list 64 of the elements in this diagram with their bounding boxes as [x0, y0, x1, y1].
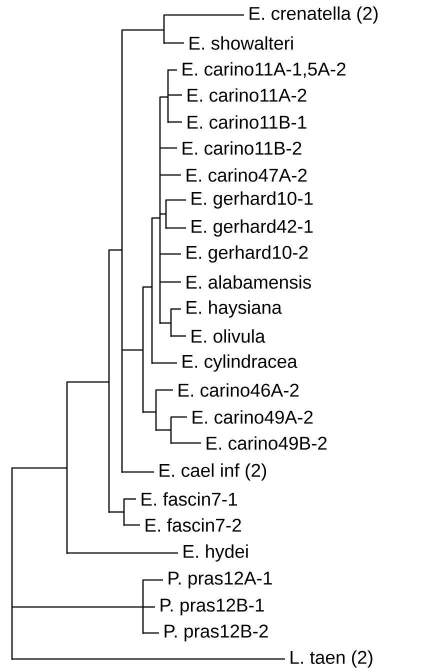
branch-line	[143, 411, 156, 413]
branch-line	[160, 322, 171, 324]
branch-line	[160, 147, 177, 149]
branch-line	[152, 217, 160, 219]
branch-line	[160, 253, 181, 255]
taxon-label: E. carino49A-2	[192, 410, 313, 424]
branch-line	[143, 632, 159, 634]
branch-line	[164, 42, 184, 44]
taxon-label: P. pras12A-1	[168, 572, 272, 588]
taxon-label: E. cylindracea	[182, 354, 298, 372]
taxon-label: E. carino49B-2	[206, 436, 327, 450]
taxon-label: E. carino11A-2	[188, 88, 306, 102]
branch-line	[122, 471, 154, 473]
taxon-label: E. gerhard10-1	[192, 191, 313, 209]
taxon-label: E. cael inf (2)	[160, 463, 266, 481]
branch-line	[122, 349, 143, 351]
taxon-label: P. pras12B-1	[160, 598, 264, 616]
branch-line	[12, 606, 143, 608]
branch-line	[168, 69, 177, 71]
taxon-label: P. pras12B-2	[164, 624, 268, 642]
taxon-label: L. taen (2)	[290, 650, 372, 668]
branch-line	[171, 308, 181, 310]
branch-line	[109, 249, 122, 251]
taxon-label: E. alabamensis	[186, 275, 311, 289]
branch-line	[12, 658, 285, 660]
branch-line	[168, 121, 182, 123]
branch-line	[122, 29, 164, 31]
branch-line	[171, 335, 186, 337]
branch-line	[166, 227, 186, 229]
taxon-label: E. fascin7-2	[146, 518, 241, 532]
taxon-label: E. fascin7-1	[142, 492, 237, 506]
branch-line	[160, 96, 168, 98]
taxon-label: E. crenatella (2)	[250, 6, 378, 24]
branch-line	[171, 442, 201, 444]
branch-line	[166, 199, 186, 201]
taxon-label: E. carino11B-2	[182, 141, 302, 155]
taxon-label: E. gerhard42-1	[192, 219, 313, 237]
branch-line	[143, 286, 152, 288]
branch-line	[12, 467, 67, 469]
branch-line	[168, 94, 182, 96]
branch-line	[143, 606, 155, 608]
branch-line	[67, 381, 109, 383]
branch-line	[156, 389, 173, 391]
branch-line	[160, 213, 166, 215]
taxon-label: E. haysiana	[186, 300, 282, 318]
branch-line	[124, 498, 136, 500]
branch-line	[143, 579, 163, 581]
taxon-label: E. hydei	[184, 544, 248, 562]
taxon-label: E. gerhard10-2	[186, 245, 308, 263]
branch-line	[160, 281, 181, 283]
branch-line	[109, 511, 124, 513]
branch-line	[152, 362, 177, 364]
branch-line	[67, 552, 178, 554]
branch-line	[164, 14, 244, 16]
taxon-label: E. carino11A-1,5A-2	[182, 62, 346, 78]
branch-line	[160, 174, 181, 176]
taxon-label: E. carino46A-2	[178, 383, 299, 397]
taxon-label: E. showalteri	[190, 36, 293, 50]
branch-line	[124, 524, 140, 526]
branch-line	[171, 416, 187, 418]
taxon-label: E. carino11B-1	[188, 115, 306, 129]
taxon-label: E. olivula	[192, 329, 266, 343]
branch-line	[156, 429, 171, 431]
taxon-label: E. carino47A-2	[186, 168, 307, 182]
